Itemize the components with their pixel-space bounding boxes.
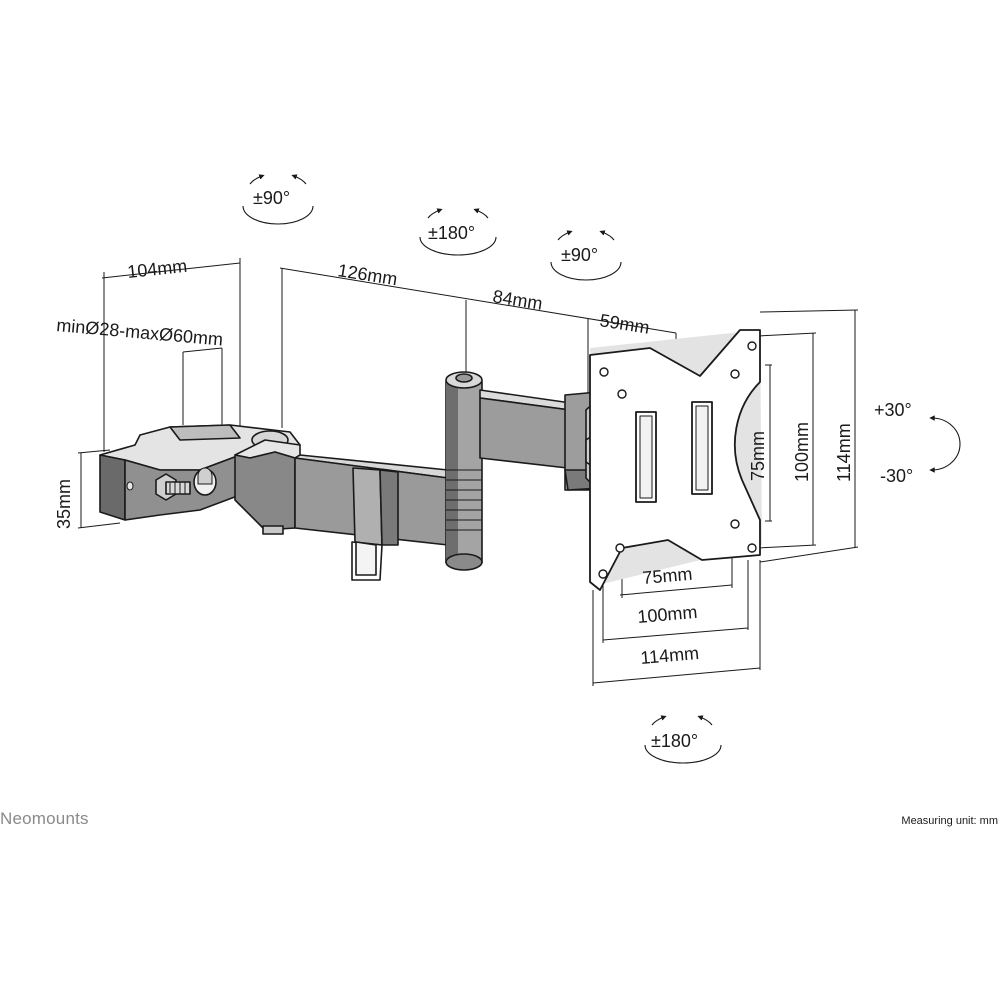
- rotation-plate-label: ±180°: [651, 731, 698, 751]
- vesa-75-horizontal-label: 75mm: [642, 564, 694, 588]
- elbow-joint: [445, 371, 483, 571]
- arm-segment-2-label: 84mm: [491, 286, 544, 314]
- first-arm: [234, 439, 449, 581]
- dimension-lines: [77, 258, 859, 686]
- rotation-badges: [242, 174, 961, 764]
- clamp-height-label: 35mm: [54, 479, 74, 529]
- rotation-arm-joint-label: ±180°: [428, 223, 475, 243]
- second-arm: [479, 389, 601, 491]
- vesa-plate: [589, 329, 762, 591]
- head-offset-label: 59mm: [598, 310, 651, 338]
- tilt-down-label: -30°: [880, 466, 913, 486]
- plate-width-label: 114mm: [640, 643, 700, 668]
- desk-clamp: [99, 424, 301, 521]
- clamp-range-label: minØ28-maxØ60mm: [56, 315, 224, 349]
- measuring-unit-note: Measuring unit: mm: [901, 815, 998, 827]
- clamp-width-label: 104mm: [126, 256, 188, 282]
- vesa-100-vertical-label: 100mm: [792, 422, 812, 482]
- vesa-100-horizontal-label: 100mm: [637, 602, 699, 627]
- rotation-head-swivel-label: ±90°: [561, 245, 598, 265]
- vesa-75-vertical-label: 75mm: [748, 431, 768, 481]
- plate-height-label: 114mm: [834, 423, 854, 482]
- rotation-arm-base-label: ±90°: [253, 188, 290, 208]
- rotation-labels: ±90° ±180° ±90° ±180° +30° -30°: [253, 188, 913, 751]
- tilt-up-label: +30°: [874, 400, 912, 420]
- brand-logo-text: Neomounts: [0, 809, 89, 828]
- arm-segment-1-label: 126mm: [336, 260, 398, 289]
